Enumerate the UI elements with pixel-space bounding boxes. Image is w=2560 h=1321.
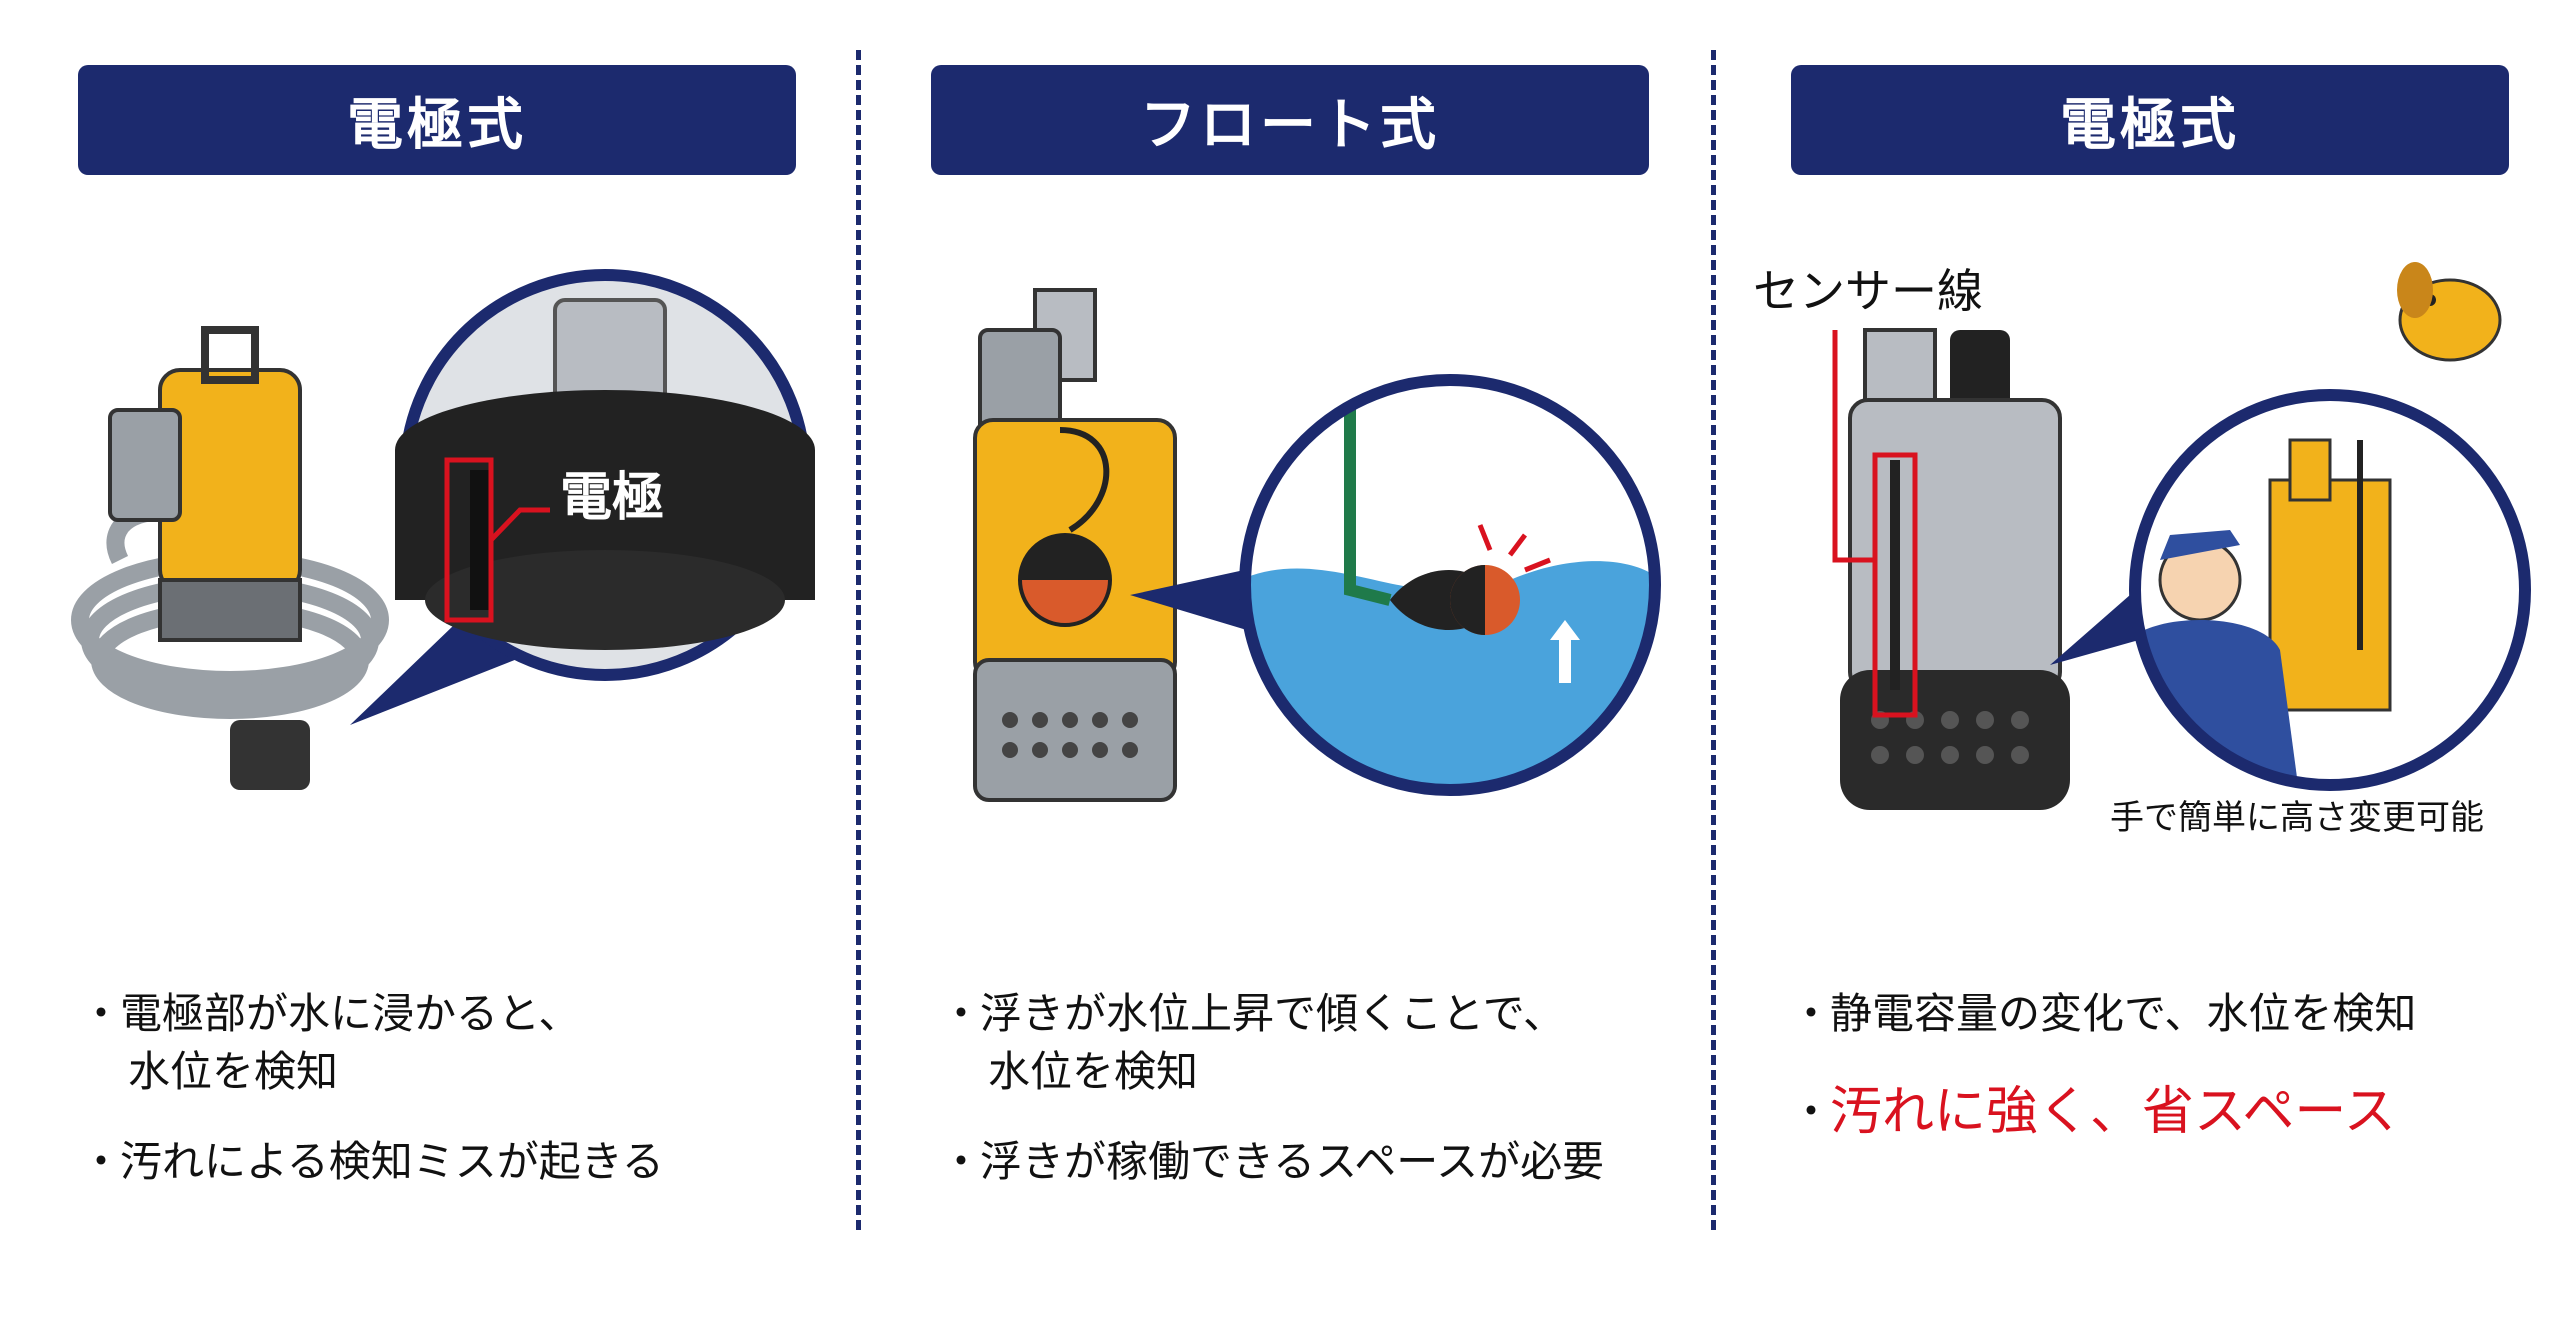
panel-title: 電極式 [1791, 65, 2509, 175]
electrode-pump-illustration [71, 269, 815, 790]
panel-title: 電極式 [78, 65, 796, 175]
bullet-item: ・ 電極部が水に浸かると、 水位を検知 [80, 985, 664, 1101]
float-closeup [1239, 374, 1661, 796]
bullet-text: 汚れによる検知ミスが起きる [120, 1137, 664, 1186]
sensor-wire-label: センサー線 [1753, 264, 1983, 318]
bullet-mark: ・ [940, 989, 983, 1038]
bullet-mark: ・ [1790, 989, 1833, 1038]
bullet-text-cont: 水位を検知 [988, 1047, 1199, 1096]
bullet-list: ・ 電極部が水に浸かると、 水位を検知 ・ 汚れによる検知ミスが起きる [80, 985, 664, 1223]
float-ball-icon [1018, 533, 1112, 627]
capacitive-pump-illustration [1832, 262, 2531, 810]
bullet-mark: ・ [80, 1137, 123, 1186]
bullet-mark: ・ [1790, 1087, 1833, 1136]
panel-title: フロート式 [931, 65, 1649, 175]
pump-body-icon [1832, 328, 2070, 810]
pump-body-icon [108, 326, 310, 790]
bullet-item: ・ 浮きが稼働できるスペースが必要 [940, 1133, 1604, 1191]
bullet-text: 浮きが稼働できるスペースが必要 [980, 1137, 1605, 1186]
bullet-item: ・ 浮きが水位上昇で傾くことで、 水位を検知 [940, 985, 1604, 1101]
panel-float: フロート式 [860, 0, 1710, 1321]
bullet-item-highlight: ・ 汚れに強く、省スペース [1790, 1083, 2416, 1144]
panel-electrode-left: 電極式 [0, 0, 860, 1321]
worker-closeup [2129, 389, 2531, 791]
dashed-divider-left [856, 50, 861, 1230]
bullet-mark: ・ [940, 1137, 983, 1186]
float-pump-illustration [973, 288, 1661, 802]
bullet-text: 静電容量の変化で、水位を検知 [1830, 989, 2417, 1038]
bullet-list: ・ 浮きが水位上昇で傾くことで、 水位を検知 ・ 浮きが稼働できるスペースが必要 [940, 985, 1604, 1223]
dashed-divider-right [1711, 50, 1716, 1230]
height-adjust-caption: 手で簡単に高さ変更可能 [2110, 798, 2484, 838]
bullet-text-highlight: 汚れに強く、省スペース [1830, 1082, 2396, 1142]
mascot-dog-icon [2397, 262, 2502, 362]
bullet-mark: ・ [80, 989, 123, 1038]
bullet-text: 浮きが水位上昇で傾くことで、 [980, 989, 1566, 1038]
bullet-item: ・ 汚れによる検知ミスが起きる [80, 1133, 664, 1191]
electrode-closeup [395, 269, 815, 681]
panel-electrode-right: 電極式 [1710, 0, 2560, 1321]
bullet-item: ・ 静電容量の変化で、水位を検知 [1790, 985, 2416, 1043]
electrode-callout-label: 電極 [560, 468, 665, 528]
bullet-text: 電極部が水に浸かると、 [120, 989, 581, 1038]
bullet-list: ・ 静電容量の変化で、水位を検知 ・ 汚れに強く、省スペース [1790, 985, 2416, 1176]
bullet-text-cont: 水位を検知 [128, 1047, 339, 1096]
